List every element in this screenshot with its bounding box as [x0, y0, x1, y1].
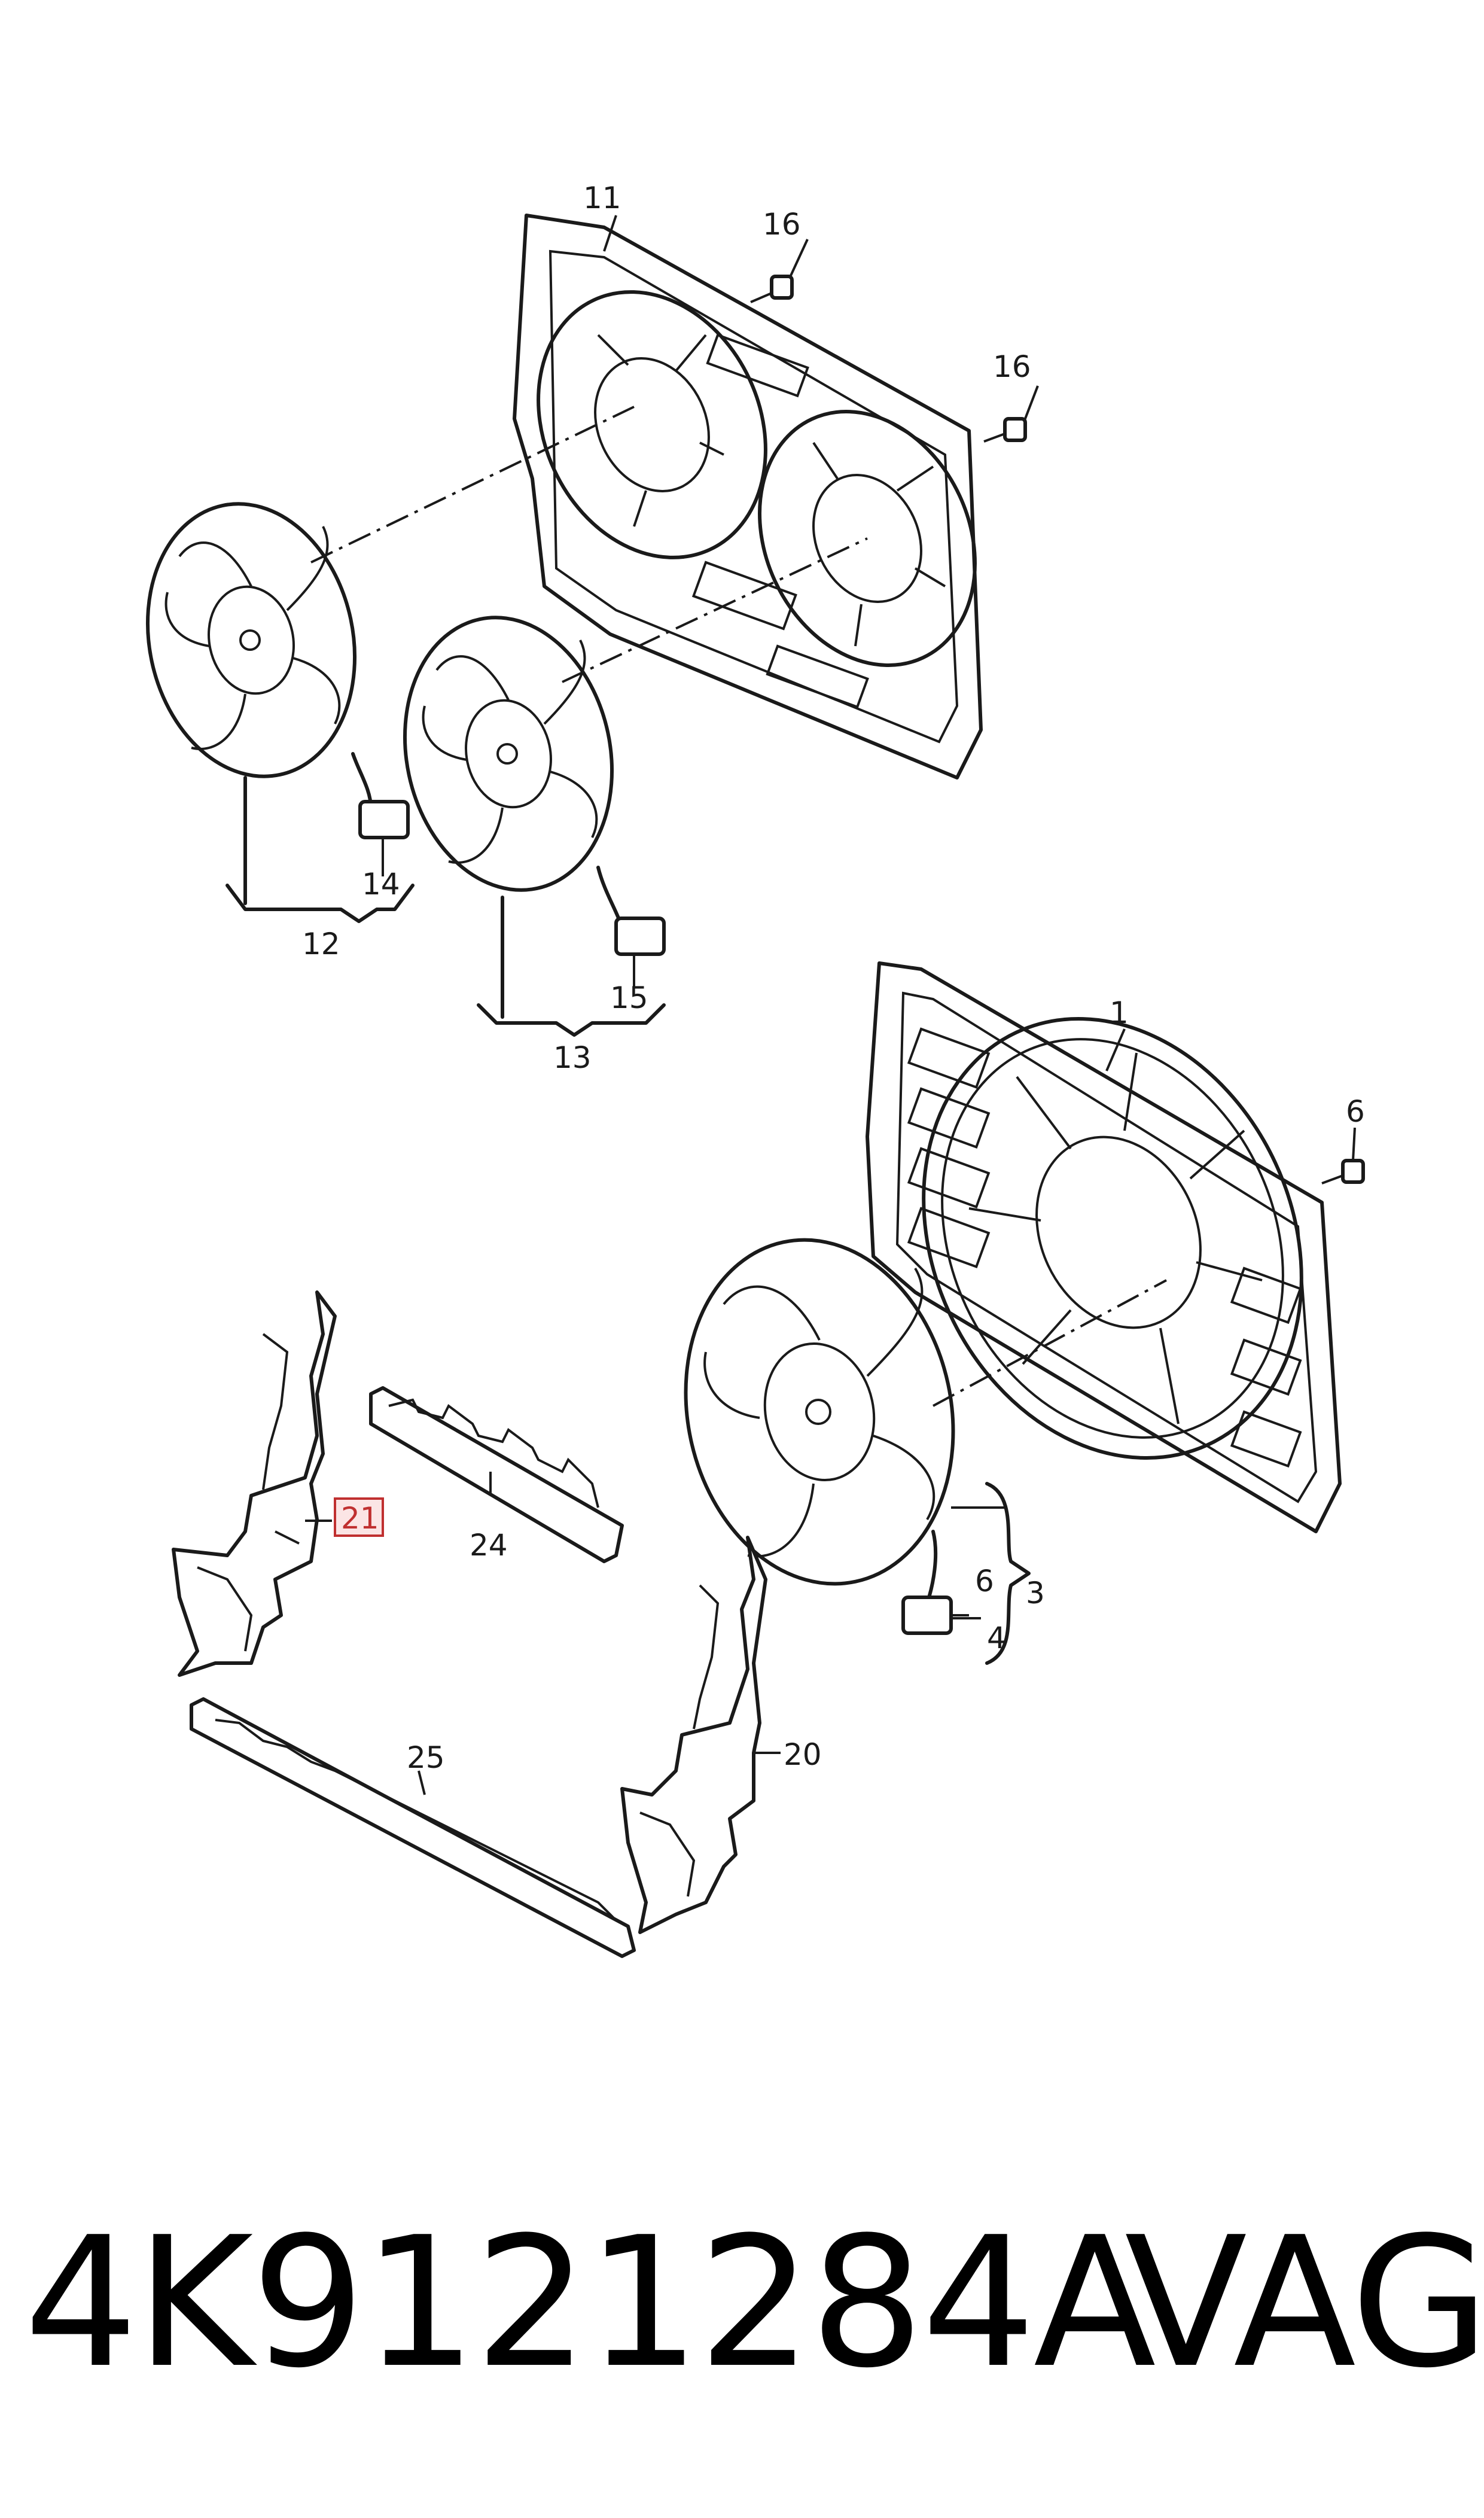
bracket-3 [985, 1482, 1031, 1665]
callout-6: 6 [975, 1564, 994, 1599]
callout-12: 12 [302, 927, 340, 961]
leader-line [1352, 1127, 1356, 1161]
leader-line [1023, 385, 1039, 422]
callout-16-upper: 16 [763, 207, 801, 242]
callout-11: 11 [583, 181, 621, 215]
bracket-strip-24 [369, 1386, 624, 1563]
alignment-line [562, 537, 868, 683]
connector-4 [901, 1596, 953, 1635]
bolt-6 [1321, 1159, 1365, 1185]
fan-13 [403, 616, 666, 956]
callout-21-highlight [334, 1497, 384, 1537]
callout-3: 3 [1026, 1576, 1045, 1610]
callout-13: 13 [553, 1040, 592, 1075]
lower-rail-25 [190, 1697, 636, 1958]
alignment-line [310, 406, 635, 564]
callout-16-right: 16 [993, 349, 1031, 384]
leader-line [418, 1770, 426, 1795]
callout-25: 25 [407, 1740, 445, 1775]
air-guide-20 [620, 1536, 767, 1934]
callout-4: 4 [987, 1621, 1006, 1655]
fan-3 [684, 1238, 955, 1635]
bolt-16-right [983, 417, 1027, 443]
bolt-16-upper [750, 275, 794, 303]
part-number: 4K9121284A [24, 2199, 1156, 2407]
callout-24: 24 [470, 1528, 508, 1563]
callout-6-bolt: 6 [1346, 1094, 1365, 1129]
leader-line [1105, 1028, 1126, 1071]
callout-21: 21 [341, 1501, 379, 1536]
single-fan-shroud [866, 961, 1342, 1533]
alignment-line [933, 1279, 1167, 1407]
connector-15 [614, 917, 666, 956]
fan-12 [145, 502, 410, 839]
callout-14: 14 [362, 867, 400, 902]
callout-1: 1 [1110, 995, 1129, 1030]
connector-14 [358, 800, 410, 839]
leader-line [788, 239, 809, 279]
callout-20: 20 [784, 1737, 822, 1772]
air-guide-21 [172, 1290, 337, 1677]
twin-fan-shroud [513, 214, 983, 780]
bracket-12 [226, 884, 415, 923]
bracket-13 [477, 1003, 666, 1037]
leader-line [603, 215, 617, 252]
callout-15: 15 [610, 981, 648, 1015]
brand-label: VAG [1125, 2199, 1484, 2407]
